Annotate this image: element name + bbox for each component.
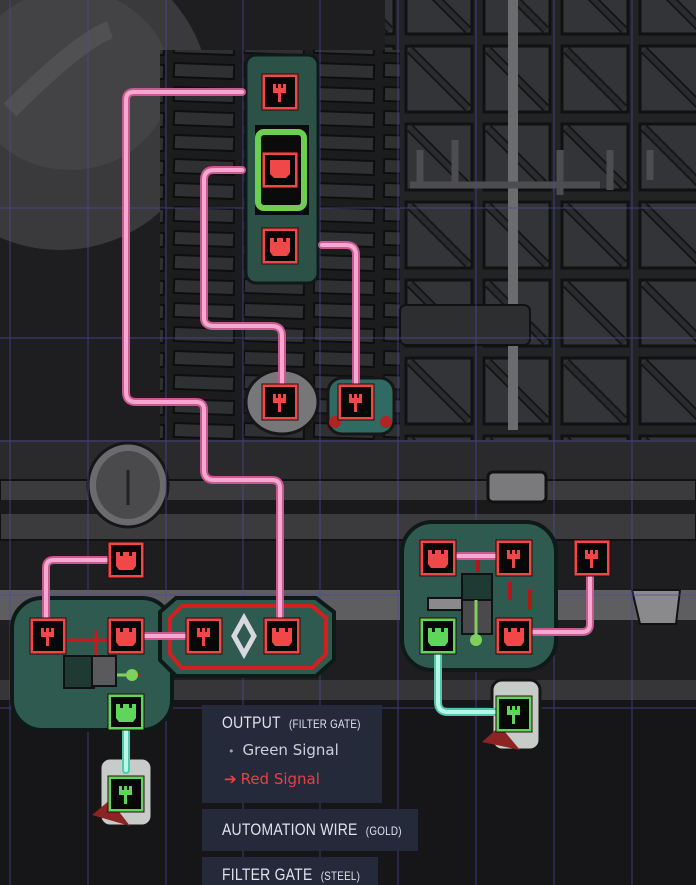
port-right-green-out[interactable] — [419, 617, 457, 655]
port-top-output[interactable] — [261, 227, 299, 265]
gate-title: FILTER GATE — [222, 865, 313, 884]
arrow-right-icon: ➔ — [224, 770, 237, 788]
port-left-gate-in[interactable] — [29, 617, 67, 655]
input-port-icon — [41, 628, 54, 646]
output-port-icon — [504, 628, 524, 646]
wire-title-row: AUTOMATION WIRE (GOLD) — [222, 820, 402, 840]
input-port-icon — [119, 786, 132, 804]
output-title-row: OUTPUT (FILTER GATE) — [222, 713, 361, 733]
port-right-red-out[interactable] — [495, 617, 533, 655]
input-port-icon — [273, 84, 286, 102]
crate-wall — [385, 0, 696, 440]
output-port-icon — [116, 628, 136, 646]
gate-subtitle: (STEEL) — [320, 869, 361, 883]
port-right-in-b[interactable] — [495, 539, 533, 577]
output-port-icon — [428, 550, 448, 568]
output-port-icon — [116, 704, 136, 722]
port-left-gate-out[interactable] — [107, 617, 145, 655]
input-port-icon — [273, 394, 286, 412]
input-port-icon — [585, 550, 598, 568]
input-port-icon — [349, 394, 362, 412]
port-memory-center[interactable] — [261, 151, 299, 189]
option-red-signal[interactable]: ➔Red Signal — [224, 770, 320, 788]
port-left-upper[interactable] — [107, 541, 145, 579]
option-label: Red Signal — [240, 770, 320, 788]
output-tooltip-panel: OUTPUT (FILTER GATE) • Green Signal ➔Red S… — [202, 705, 382, 803]
vertical-pole — [508, 0, 518, 430]
port-filter-out[interactable] — [263, 617, 301, 655]
option-label: Green Signal — [242, 741, 339, 759]
output-port-icon — [428, 628, 448, 646]
wire-tooltip-panel: AUTOMATION WIRE (GOLD) — [202, 809, 418, 851]
option-green-signal[interactable]: • Green Signal — [228, 741, 339, 759]
port-right-in-a[interactable] — [419, 539, 457, 577]
output-title: OUTPUT — [222, 713, 281, 732]
output-port-icon — [272, 628, 292, 646]
output-port-icon — [270, 238, 290, 256]
input-port-icon — [197, 628, 210, 646]
gate-title-row: FILTER GATE (STEEL) — [222, 865, 360, 885]
bullet-icon: • — [228, 745, 235, 758]
output-port-icon — [116, 552, 136, 570]
port-left-switch[interactable] — [107, 775, 145, 813]
gate-tooltip-panel: FILTER GATE (STEEL) — [202, 857, 378, 885]
input-port-icon — [507, 550, 520, 568]
port-sensor-left[interactable] — [261, 383, 299, 421]
output-subtitle: (FILTER GATE) — [288, 717, 361, 731]
wire-title: AUTOMATION WIRE — [222, 820, 358, 839]
port-right-far[interactable] — [573, 539, 611, 577]
wire-subtitle: (GOLD) — [365, 824, 402, 838]
port-top-input[interactable] — [261, 73, 299, 111]
port-filter-in[interactable] — [185, 617, 223, 655]
port-left-green-out[interactable] — [107, 693, 145, 731]
port-right-switch[interactable] — [495, 695, 533, 733]
ports-layer — [29, 73, 611, 813]
port-sensor-right[interactable] — [337, 383, 375, 421]
input-port-icon — [507, 706, 520, 724]
tank — [399, 304, 531, 346]
memory-reset-icon — [270, 160, 290, 178]
